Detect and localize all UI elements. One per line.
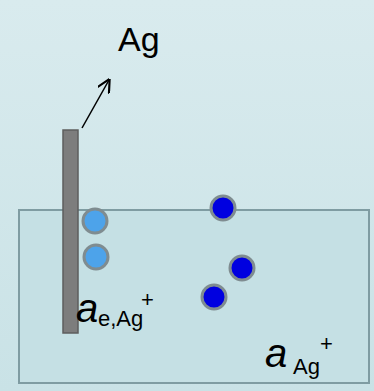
solution-ion	[202, 285, 226, 309]
activity-symbol: a	[76, 288, 98, 328]
element-label: Ag	[118, 22, 160, 56]
activity-subscript: e,Ag	[98, 308, 143, 330]
solution-ion	[211, 196, 235, 220]
leader-arrow	[82, 80, 109, 128]
charge-superscript: +	[141, 289, 154, 311]
activity-symbol: a	[265, 333, 287, 373]
silver-electrode	[63, 130, 78, 333]
adsorbed-ion	[84, 245, 108, 269]
activity-subscript: Ag	[293, 356, 320, 378]
adsorbed-ion	[83, 209, 107, 233]
solution-ion	[230, 256, 254, 280]
charge-superscript: +	[320, 333, 333, 355]
